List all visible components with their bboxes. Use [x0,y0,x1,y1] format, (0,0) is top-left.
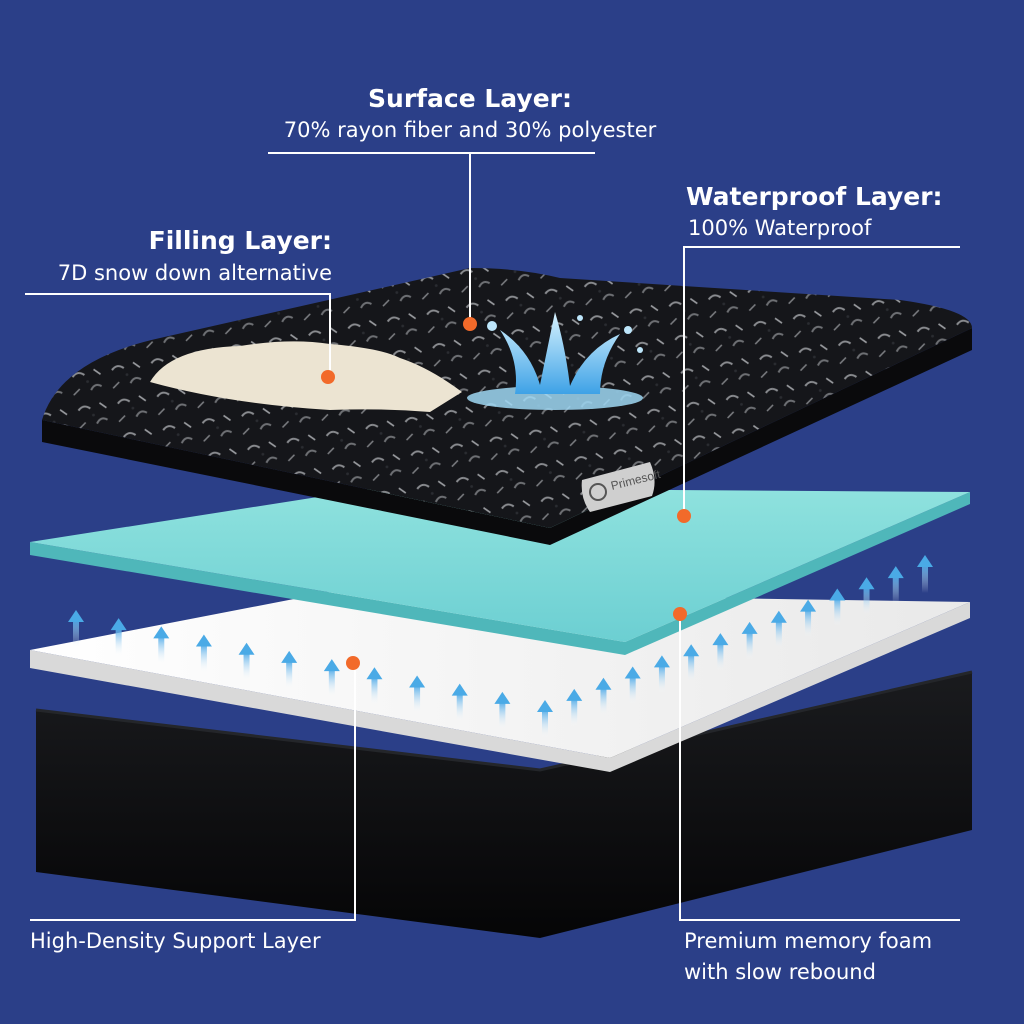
airflow-arrow-icon [595,677,612,716]
dot-filling [321,370,335,384]
airflow-arrow-icon [153,626,170,665]
airflow-arrow-icon [829,588,846,627]
leader-lines [25,152,960,921]
dot-surface [463,317,477,331]
leader-waterproof [683,246,960,516]
brand-tag: Primesoft [581,462,663,512]
leader-memory [679,614,960,921]
filling-layer-title: Filling Layer: [148,226,332,255]
surface-layer-title: Surface Layer: [368,84,572,113]
water-splash-icon [467,312,643,410]
dot-memory [673,607,687,621]
airflow-arrow-icon [451,683,468,722]
airflow-arrow-icon [566,688,583,727]
airflow-arrow-icon [366,667,383,706]
airflow-arrow-icon [110,618,127,657]
surface-layer-desc: 70% rayon fiber and 30% polyester [283,118,657,142]
waterproof-layer-desc: 100% Waterproof [688,216,872,240]
airflow-arrow-icon [741,621,758,660]
airflow-arrow-icon [624,666,641,705]
airflow-arrow-icon [683,644,700,683]
airflow-arrow-icon [800,599,817,638]
airflow-arrows [68,555,933,738]
filling-layer-desc: 7D snow down alternative [57,261,332,285]
support-layer [30,592,970,772]
brand-logo-p-icon [589,483,607,501]
support-layer-label: High-Density Support Layer [30,929,321,953]
airflow-arrow-icon [887,566,904,605]
airflow-arrow-icon [858,577,875,616]
leader-filling [25,293,331,377]
memory-foam-line1: Premium memory foam [684,929,933,953]
base-layer [35,670,973,938]
airflow-arrow-icon [68,610,84,648]
airflow-arrow-icon [917,555,933,593]
airflow-arrow-icon [770,610,787,649]
marker-dots [321,317,691,670]
airflow-arrow-icon [712,633,729,672]
dot-waterproof [677,509,691,523]
airflow-arrow-icon [281,650,298,689]
airflow-arrow-icon [238,642,255,681]
airflow-arrow-icon [653,655,670,694]
filling-cutaway [150,341,462,412]
airflow-arrow-icon [323,659,340,698]
memory-foam-line2: with slow rebound [684,960,876,984]
dot-support [346,656,360,670]
waterproof-layer-title: Waterproof Layer: [686,182,943,211]
gel-layer [30,488,970,655]
topper-layer: Primesoft [42,268,972,545]
leader-support [30,663,356,921]
airflow-arrow-icon [494,691,511,730]
airflow-arrow-icon [537,700,553,738]
airflow-arrow-icon [195,634,212,673]
airflow-arrow-icon [409,675,426,714]
